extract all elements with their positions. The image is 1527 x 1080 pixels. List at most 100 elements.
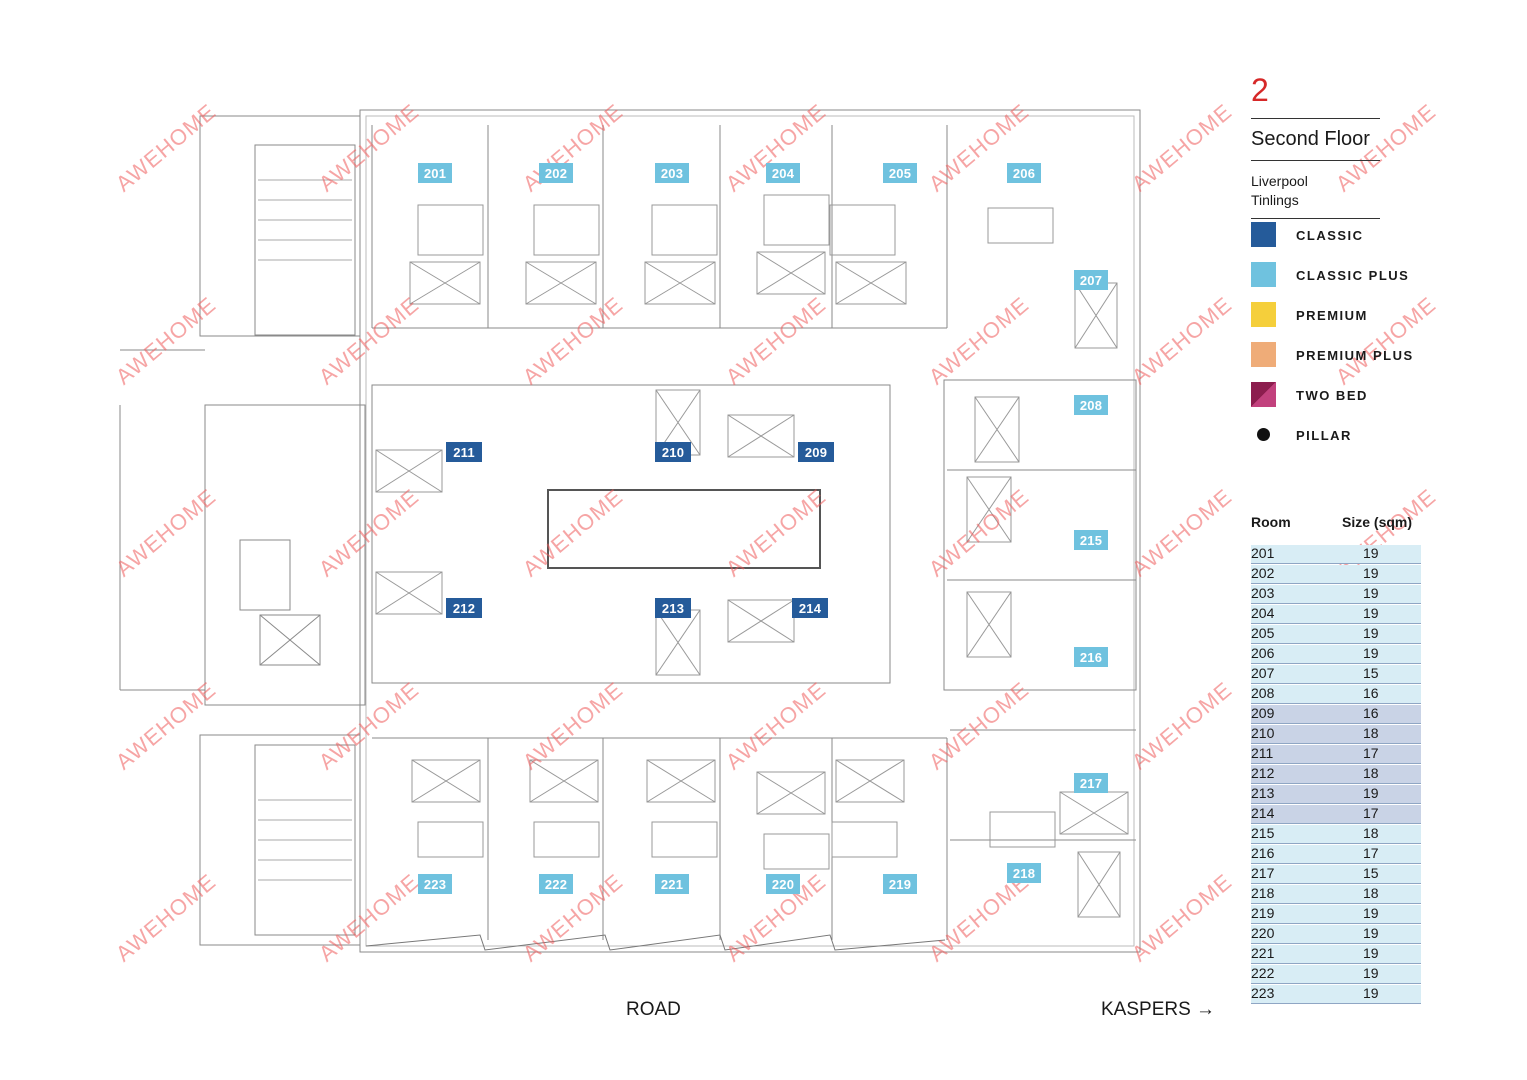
table-cell-size: 19 xyxy=(1363,645,1379,661)
road-label: ROAD xyxy=(626,999,681,1020)
table-row[interactable]: 216 17 xyxy=(1251,845,1421,864)
table-row[interactable]: 208 16 xyxy=(1251,685,1421,704)
table-cell-size: 18 xyxy=(1363,725,1379,741)
table-cell-room: 218 xyxy=(1251,885,1275,901)
building-city: Liverpool xyxy=(1251,173,1308,189)
table-cell-size: 16 xyxy=(1363,705,1379,721)
table-cell-size: 15 xyxy=(1363,865,1379,881)
table-row[interactable]: 205 19 xyxy=(1251,625,1421,644)
table-row[interactable]: 218 18 xyxy=(1251,885,1421,904)
room-tag-204[interactable]: 204 xyxy=(766,163,800,183)
room-tag-208[interactable]: 208 xyxy=(1074,395,1108,415)
table-cell-size: 19 xyxy=(1363,585,1379,601)
room-tag-209[interactable]: 209 xyxy=(798,442,834,462)
legend-label-premium-plus: PREMIUM PLUS xyxy=(1296,348,1414,363)
atrium xyxy=(547,489,821,569)
table-cell-size: 19 xyxy=(1363,985,1379,1001)
table-cell-room: 211 xyxy=(1251,745,1274,761)
room-tag-218[interactable]: 218 xyxy=(1007,863,1041,883)
table-cell-size: 16 xyxy=(1363,685,1379,701)
table-cell-room: 216 xyxy=(1251,845,1275,861)
table-row[interactable]: 212 18 xyxy=(1251,765,1421,784)
kaspers-label: KASPERS → xyxy=(1101,999,1216,1020)
table-cell-room: 221 xyxy=(1251,945,1275,961)
table-cell-size: 18 xyxy=(1363,765,1379,781)
legend-swatch-classic xyxy=(1251,222,1276,247)
table-cell-size: 19 xyxy=(1363,905,1379,921)
building-outline xyxy=(359,109,1141,953)
room-tag-212[interactable]: 212 xyxy=(446,598,482,618)
table-cell-room: 212 xyxy=(1251,765,1275,781)
table-row[interactable]: 223 19 xyxy=(1251,985,1421,1004)
legend-swatch-classic-plus xyxy=(1251,262,1276,287)
table-cell-room: 205 xyxy=(1251,625,1275,641)
legend-label-classic-plus: CLASSIC PLUS xyxy=(1296,268,1410,283)
room-tag-220[interactable]: 220 xyxy=(766,874,800,894)
table-cell-room: 214 xyxy=(1251,805,1275,821)
table-cell-size: 19 xyxy=(1363,925,1379,941)
table-cell-room: 215 xyxy=(1251,825,1275,841)
room-tag-214[interactable]: 214 xyxy=(792,598,828,618)
floor-title: Second Floor xyxy=(1251,128,1370,150)
room-tag-216[interactable]: 216 xyxy=(1074,647,1108,667)
table-cell-size: 19 xyxy=(1363,785,1379,801)
legend-swatch-premium xyxy=(1251,302,1276,327)
table-cell-room: 210 xyxy=(1251,725,1275,741)
table-row[interactable]: 210 18 xyxy=(1251,725,1421,744)
room-tag-201[interactable]: 201 xyxy=(418,163,452,183)
table-row[interactable]: 213 19 xyxy=(1251,785,1421,804)
table-row[interactable]: 209 16 xyxy=(1251,705,1421,724)
room-tag-207[interactable]: 207 xyxy=(1074,270,1108,290)
legend-label-premium: PREMIUM xyxy=(1296,308,1368,323)
table-cell-room: 222 xyxy=(1251,965,1275,981)
table-cell-size: 19 xyxy=(1363,565,1379,581)
legend-label-pillar: PILLAR xyxy=(1296,428,1352,443)
table-header-size: Size (sqm) xyxy=(1342,514,1413,530)
room-tag-211[interactable]: 211 xyxy=(446,442,482,462)
room-tag-205[interactable]: 205 xyxy=(883,163,917,183)
room-tag-221[interactable]: 221 xyxy=(655,874,689,894)
table-row[interactable]: 203 19 xyxy=(1251,585,1421,604)
table-cell-size: 19 xyxy=(1363,545,1379,561)
room-tag-219[interactable]: 219 xyxy=(883,874,917,894)
table-cell-room: 209 xyxy=(1251,705,1275,721)
building-name: Tinlings xyxy=(1251,192,1299,208)
table-cell-size: 17 xyxy=(1363,845,1379,861)
table-cell-size: 17 xyxy=(1363,805,1379,821)
room-tag-203[interactable]: 203 xyxy=(655,163,689,183)
room-tag-222[interactable]: 222 xyxy=(539,874,573,894)
room-tag-206[interactable]: 206 xyxy=(1007,163,1041,183)
table-cell-size: 17 xyxy=(1363,745,1379,761)
room-tag-210[interactable]: 210 xyxy=(655,442,691,462)
table-cell-room: 223 xyxy=(1251,985,1275,1001)
room-tag-223[interactable]: 223 xyxy=(418,874,452,894)
table-row[interactable]: 211 17 xyxy=(1251,745,1421,764)
divider xyxy=(1251,118,1380,119)
table-cell-size: 18 xyxy=(1363,885,1379,901)
room-tag-202[interactable]: 202 xyxy=(539,163,573,183)
table-cell-room: 213 xyxy=(1251,785,1275,801)
table-cell-size: 19 xyxy=(1363,625,1379,641)
room-tag-213[interactable]: 213 xyxy=(655,598,691,618)
table-header-room: Room xyxy=(1251,514,1291,530)
table-cell-room: 208 xyxy=(1251,685,1275,701)
room-tag-217[interactable]: 217 xyxy=(1074,773,1108,793)
room-tag-215[interactable]: 215 xyxy=(1074,530,1108,550)
divider xyxy=(1251,218,1380,219)
stair-core-bottom xyxy=(199,734,361,946)
legend-pillar-icon xyxy=(1257,428,1270,441)
table-cell-room: 203 xyxy=(1251,585,1275,601)
table-row[interactable]: 214 17 xyxy=(1251,805,1421,824)
